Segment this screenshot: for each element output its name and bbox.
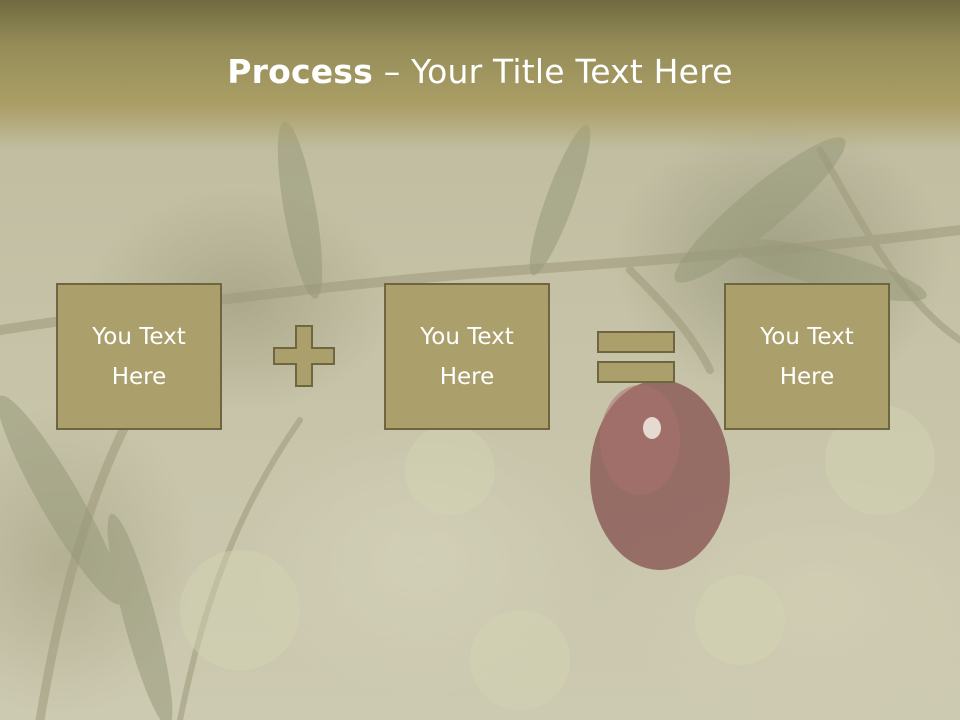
title-bold: Process [227,52,373,91]
process-box-2[interactable]: You Text Here [384,283,550,430]
process-box-1[interactable]: You Text Here [56,283,222,430]
olive-fruit [590,380,730,570]
slide-title[interactable]: Process – Your Title Text Here [0,52,960,91]
plus-icon [273,325,335,387]
title-separator: – [373,52,412,91]
equals-icon [597,331,675,383]
title-rest: Your Title Text Here [411,52,733,91]
title-band [0,0,960,150]
process-box-3[interactable]: You Text Here [724,283,890,430]
